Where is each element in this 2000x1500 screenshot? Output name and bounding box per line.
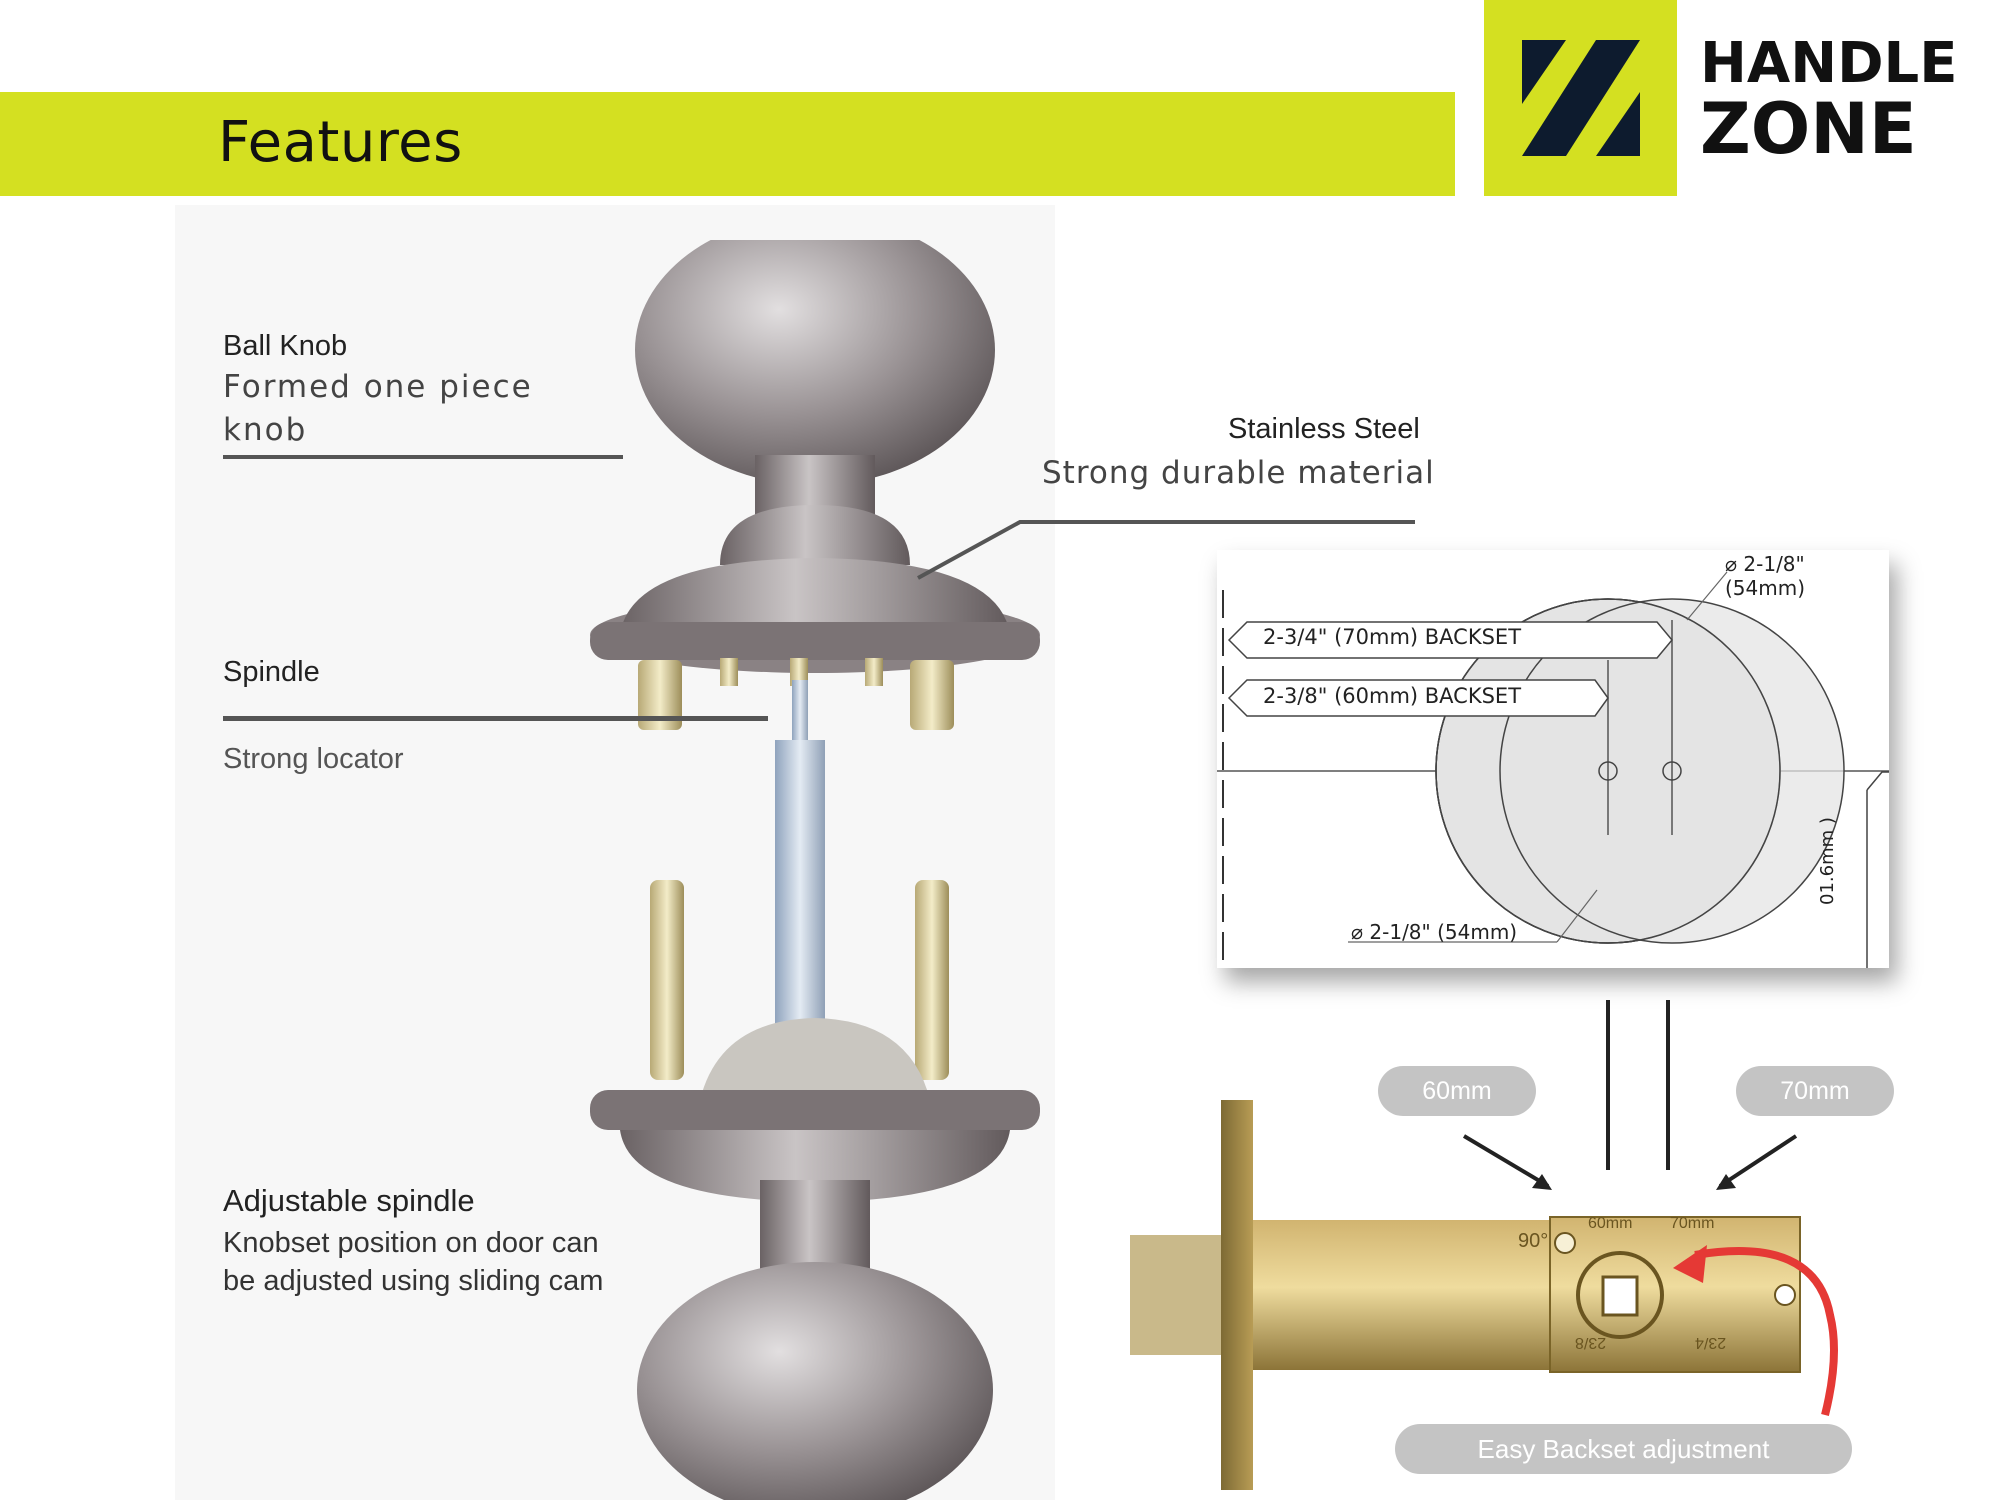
red-curved-arrow-icon — [1694, 1247, 1838, 1416]
page-title: Features — [218, 110, 463, 175]
brand-name-line2: ZONE — [1700, 88, 1917, 170]
brand-logo-mark — [1484, 0, 1677, 196]
pill-70mm: 70mm — [1736, 1066, 1894, 1116]
door-knob-illustration — [590, 240, 1040, 1500]
latch-mechanism-illustration — [1130, 1100, 1838, 1490]
connector-line-70 — [1666, 1000, 1670, 1170]
adjustable-desc-line1: Knobset position on door can — [223, 1227, 599, 1259]
pill-60mm: 60mm — [1378, 1066, 1536, 1116]
latch-stamp-70mm: 70mm — [1670, 1215, 1715, 1232]
side-dimension-label: 01.6mm ) — [1817, 817, 1838, 905]
title-banner — [0, 92, 1455, 196]
spindle-leader-line — [223, 716, 768, 721]
stainless-heading: Stainless Steel — [1228, 413, 1420, 445]
backset-60-label: 2-3/8" (60mm) BACKSET — [1263, 684, 1522, 708]
brand-name-line1: HANDLE — [1700, 31, 1958, 96]
ball-knob-leader-line — [223, 455, 623, 459]
adjustable-heading: Adjustable spindle — [223, 1183, 475, 1218]
ball-knob-desc-line2: knob — [223, 412, 308, 448]
spindle-desc: Strong locator — [223, 743, 404, 775]
latch-stamp-90: 90° — [1518, 1230, 1549, 1252]
diameter-bottom-label: ⌀ 2-1/8" (54mm) — [1351, 920, 1518, 944]
stainless-desc: Strong durable material — [1042, 455, 1435, 491]
latch-stamp-60mm: 60mm — [1588, 1215, 1633, 1232]
latch-stamp-23-8: 23/8 — [1575, 1334, 1607, 1351]
stainless-leader-line — [917, 520, 1415, 580]
diameter-top-label: ⌀ 2-1/8" (54mm) — [1725, 552, 1806, 600]
ball-knob-desc-line1: Formed one piece — [223, 369, 533, 405]
connector-line-60 — [1606, 1000, 1610, 1170]
backset-diagram — [1217, 571, 1889, 968]
easy-backset-caption: Easy Backset adjustment — [1395, 1424, 1852, 1474]
ball-knob-heading: Ball Knob — [223, 330, 348, 362]
backset-diagram-card: ⌀ 2-1/8" (54mm) 2-3/4" (70mm) BACKSET 2-… — [1217, 550, 1889, 968]
z-logo-icon — [1522, 40, 1640, 156]
adjustable-desc-line2: be adjusted using sliding cam — [223, 1265, 604, 1297]
pointer-arrows — [1462, 1134, 1798, 1190]
backset-70-label: 2-3/4" (70mm) BACKSET — [1263, 625, 1522, 649]
spindle-heading: Spindle — [223, 656, 320, 688]
latch-stamp-23-4: 23/4 — [1695, 1334, 1727, 1351]
